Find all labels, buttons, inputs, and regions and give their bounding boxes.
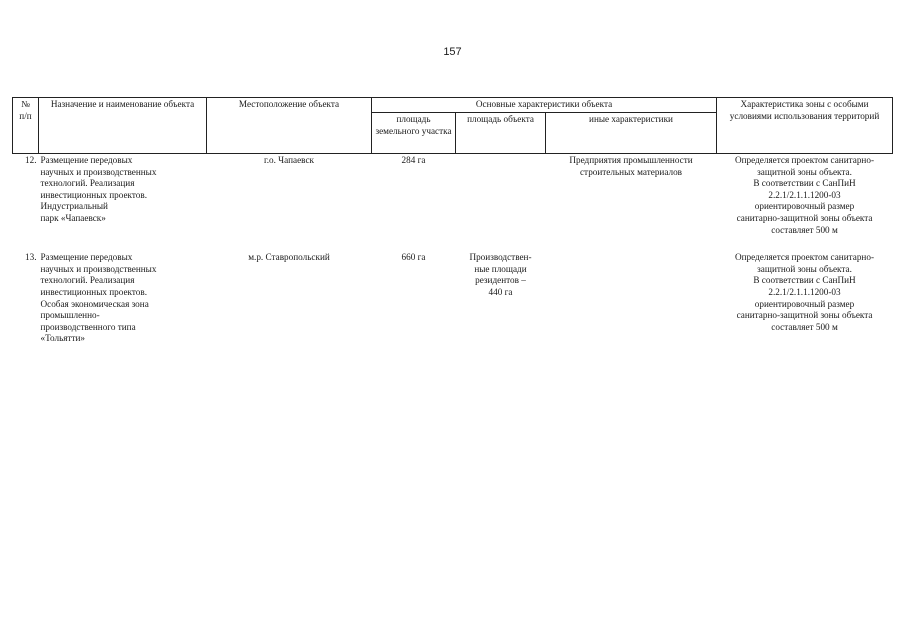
row-zone: Определяется проектом санитарно- защитно… (717, 154, 893, 238)
header-land-area: площадь земельного участка (371, 112, 456, 154)
row-zone-line: 2.2.1/2.1.1.1200-03 (768, 286, 841, 297)
row-location: г.о. Чапаевск (263, 155, 315, 165)
header-other-characteristics: иные характеристики (544, 112, 718, 154)
row-name-line: инвестиционных проектов. (40, 286, 148, 297)
row-name-line: научных и производственных (40, 166, 157, 177)
header-location: Местоположение объекта (206, 97, 372, 154)
row-object-area-line: 440 га (488, 286, 513, 297)
row-zone-line: составляет 500 м (771, 224, 838, 235)
row-name-line: промышленно- (40, 310, 100, 321)
row-name-line: Особая экономическая зона (40, 298, 149, 309)
row-object-area-line: Производствен- (469, 252, 532, 263)
row-name: Размещение передовых научных и производс… (39, 251, 207, 346)
row-zone-line: санитарно-защитной зоны объекта (736, 212, 873, 223)
header-num-line2: п/п (19, 110, 32, 121)
header-num-line1: № (21, 99, 30, 109)
header-zone: Характеристика зоны с особыми условиями … (716, 97, 894, 154)
row-name-line: парк «Чапаевск» (40, 212, 106, 223)
row-zone-line: Определяется проектом санитарно- (735, 155, 875, 165)
row-zone-line: 2.2.1/2.1.1.1200-03 (768, 189, 841, 200)
header-name: Назначение и наименование объекта (38, 97, 207, 154)
row-object-area: Производствен- ные площади резидентов – … (456, 251, 546, 346)
row-other-characteristics (546, 251, 717, 346)
table-row: 12. Размещение передовых научных и произ… (13, 154, 893, 238)
table-row: 13. Размещение передовых научных и произ… (13, 251, 893, 346)
row-zone-line: В соответствии с СанПиН (753, 275, 856, 286)
row-object-area-line: ные площади (474, 263, 527, 274)
row-name-line: научных и производственных (40, 263, 157, 274)
row-name-line: Размещение передовых (40, 252, 133, 263)
row-name-line: «Тольятти» (40, 333, 86, 344)
row-name-line: Индустриальный (40, 201, 108, 212)
row-number: 12. (25, 155, 37, 165)
row-zone-line: Определяется проектом санитарно- (735, 252, 875, 263)
row-zone-line: защитной зоны объекта. (757, 263, 852, 274)
row-land-area: 660 га (401, 252, 426, 263)
row-zone-line: составляет 500 м (771, 321, 838, 332)
header-num: № п/п (12, 97, 39, 154)
row-name-line: инвестиционных проектов. (40, 189, 148, 200)
row-zone-line: ориентировочный размер (754, 201, 855, 212)
row-object-area (456, 154, 546, 238)
row-number: 13. (25, 252, 37, 263)
row-name-line: технологий. Реализация (40, 178, 135, 189)
row-name-line: технологий. Реализация (40, 275, 135, 286)
header-main-characteristics: Основные характеристики объекта (370, 97, 718, 113)
row-zone-line: защитной зоны объекта. (757, 166, 852, 177)
row-name: Размещение передовых научных и производс… (39, 154, 207, 238)
page-number: 157 (443, 46, 462, 58)
row-name-line: Размещение передовых (40, 155, 133, 165)
header-object-area: площадь объекта (455, 112, 546, 154)
row-other-characteristics: Предприятия промышленности строительных … (546, 154, 717, 238)
row-land-area: 284 га (401, 155, 426, 165)
row-object-area-line: резидентов – (475, 275, 526, 286)
row-zone-line: В соответствии с СанПиН (753, 178, 856, 189)
row-other-line: Предприятия промышленности (569, 155, 693, 165)
row-location: м.р. Ставропольский (248, 252, 330, 263)
row-zone-line: ориентировочный размер (754, 298, 855, 309)
row-other-line: строительных материалов (579, 166, 683, 177)
row-zone: Определяется проектом санитарно- защитно… (717, 251, 893, 346)
objects-table: № п/п Назначение и наименование объекта … (12, 97, 894, 346)
row-zone-line: санитарно-защитной зоны объекта (736, 310, 873, 321)
row-name-line: производственного типа (40, 321, 136, 332)
